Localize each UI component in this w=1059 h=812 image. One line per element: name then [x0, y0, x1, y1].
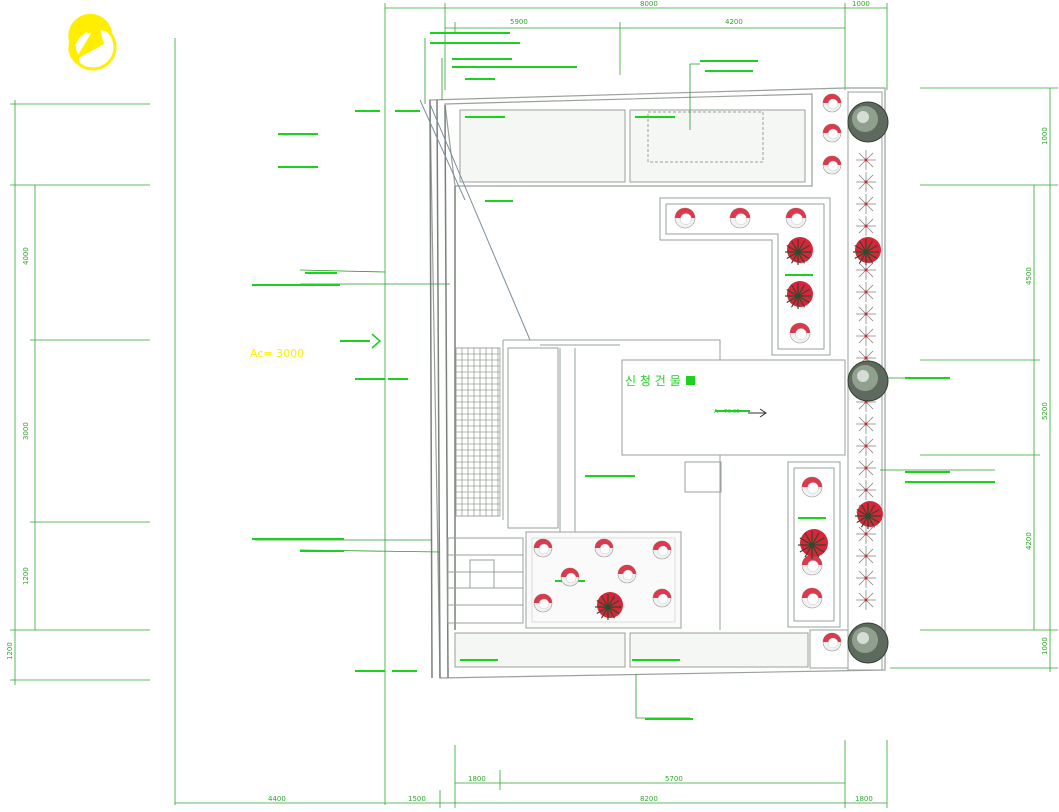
stair-icon [447, 537, 524, 624]
ramp-grid [455, 347, 501, 517]
flower-shrub-icon [822, 123, 842, 143]
dim-top-2: 8000 [640, 0, 658, 8]
palm-tree-icon [595, 592, 623, 620]
dim-right-4: 4200 [1025, 532, 1033, 550]
flower-shrub-icon [822, 632, 842, 652]
star-shrub-icon [856, 172, 876, 192]
dim-bottom-1: 1800 [468, 775, 486, 783]
flower-shrub-icon [674, 207, 696, 229]
round-tree-icon [847, 360, 889, 402]
palm-tree-icon [785, 237, 813, 265]
star-shrub-icon [856, 458, 876, 478]
dim-left-4: 1200 [6, 642, 14, 660]
dim-left-1: 4000 [22, 247, 30, 265]
palm-tree-icon [785, 281, 813, 309]
flower-shrub-icon [729, 207, 751, 229]
dim-bottom-5: 8200 [640, 795, 658, 803]
illegible-annotations [252, 32, 995, 720]
star-shrub-icon [856, 480, 876, 500]
dim-top-1: 5900 [510, 18, 528, 26]
flower-shrub-icon [533, 538, 553, 558]
star-shrub-icon [856, 260, 876, 280]
dim-right-3: 5200 [1041, 402, 1049, 420]
star-shrub-icon [856, 524, 876, 544]
round-tree-icon [847, 622, 889, 664]
building-marker [686, 376, 695, 385]
building-area-mark: A= 76.95 [714, 409, 740, 415]
building-name: 신 청 건 물 [625, 374, 681, 388]
star-shrub-icon [856, 590, 876, 610]
arrow-right-icon [371, 333, 382, 349]
palm-tree-icon [853, 237, 881, 265]
round-tree-icon [847, 101, 889, 143]
north-arrow-icon [68, 13, 117, 71]
dim-bottom-6: 1800 [855, 795, 873, 803]
dim-top-3: 4200 [725, 18, 743, 26]
flower-shrub-icon [652, 540, 672, 560]
star-shrub-icon [856, 326, 876, 346]
building-outline [502, 339, 846, 630]
star-shrub-icon [856, 546, 876, 566]
dim-left-3: 1200 [22, 567, 30, 585]
parking-area [459, 109, 806, 183]
right-dimension-line [890, 87, 1058, 672]
star-shrub-icon [856, 568, 876, 588]
dim-bottom-4: 1500 [408, 795, 426, 803]
flower-shrub-icon [789, 322, 811, 344]
bottom-dimension-line [175, 740, 888, 808]
garden-planter-right [787, 461, 841, 628]
site-area-mark: Ac= 3000 [250, 347, 304, 360]
star-shrub-icon [856, 304, 876, 324]
dim-bottom-2: 5700 [665, 775, 683, 783]
flower-shrub-icon [594, 538, 614, 558]
left-dimension-line [10, 38, 176, 805]
flower-shrub-icon [801, 587, 823, 609]
boundary-wall [429, 99, 456, 679]
star-shrub-icon [856, 414, 876, 434]
flower-shrub-icon [822, 155, 842, 175]
flower-shrub-icon [560, 567, 580, 587]
star-shrub-icon [856, 150, 876, 170]
flower-shrub-icon [652, 588, 672, 608]
dim-right-1: 1000 [1041, 127, 1049, 145]
flower-shrub-icon [801, 476, 823, 498]
star-shrub-icon [856, 436, 876, 456]
flower-shrub-icon [617, 564, 637, 584]
palm-tree-icon [798, 529, 828, 559]
star-shrub-icon [856, 282, 876, 302]
star-shrub-icon [856, 216, 876, 236]
flower-shrub-icon [822, 93, 842, 113]
palm-tree-icon [855, 501, 883, 529]
flower-shrub-icon [533, 593, 553, 613]
arrow-right-icon-2 [748, 408, 767, 418]
leader-line-2 [419, 99, 466, 201]
dim-right-2: 4500 [1025, 267, 1033, 285]
bottom-parking [454, 632, 809, 668]
star-shrub-icon [856, 194, 876, 214]
dim-right-5: 1000 [1041, 637, 1049, 655]
dim-left-2: 3000 [22, 422, 30, 440]
dim-bottom-3: 4400 [268, 795, 286, 803]
dim-top-4: 1000 [852, 0, 870, 8]
flower-shrub-icon [785, 207, 807, 229]
leader-line [429, 103, 531, 341]
landscape-planter [659, 197, 831, 356]
